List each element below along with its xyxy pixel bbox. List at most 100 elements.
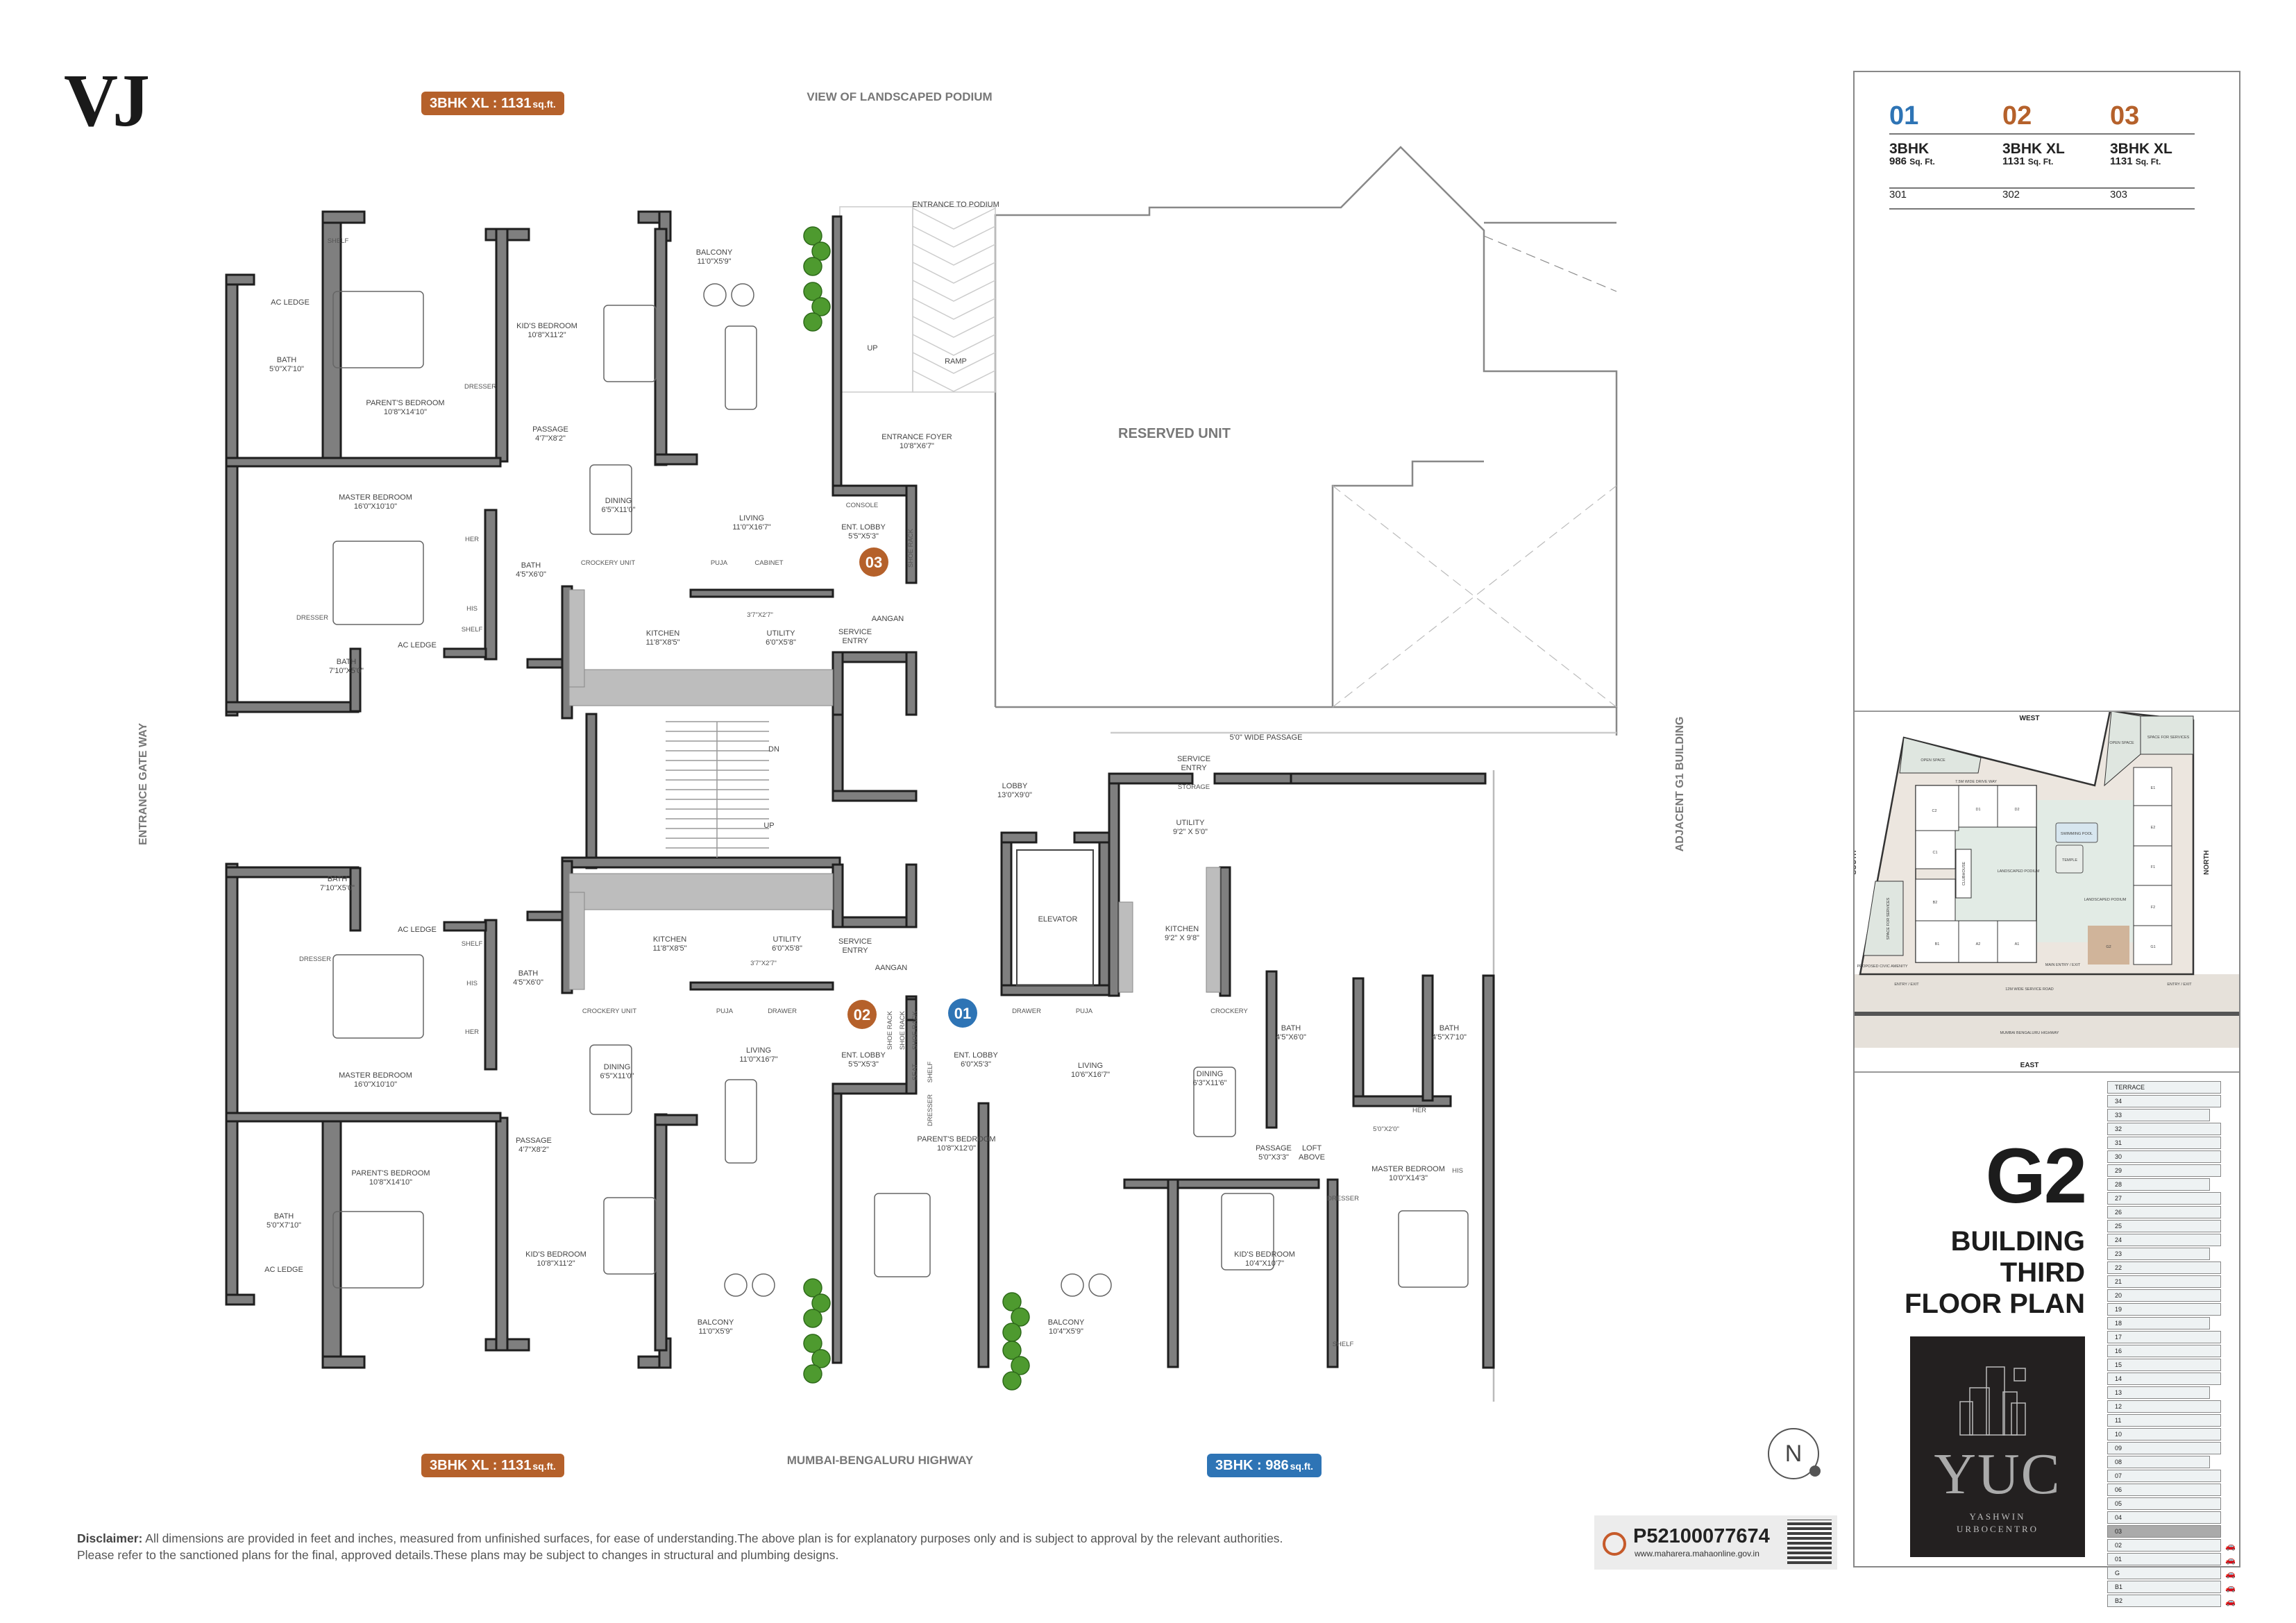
building-block bbox=[2133, 805, 2172, 847]
room-name: BATH bbox=[337, 658, 357, 666]
area-value: 1131 bbox=[2002, 155, 2025, 167]
badge-label: 3BHK XL : 1131 bbox=[430, 1458, 532, 1473]
floor-row: 32 bbox=[2107, 1123, 2221, 1135]
furniture-item bbox=[589, 1044, 632, 1115]
ramp-chevron bbox=[912, 226, 996, 248]
common-label: UP bbox=[763, 822, 774, 830]
room-name: LOFT bbox=[1302, 1144, 1322, 1153]
room-name: BATH bbox=[328, 875, 348, 883]
site-label: LANDSCAPED PODIUM bbox=[1998, 869, 2040, 874]
site-label: MAIN ENTRY / EXIT bbox=[2045, 963, 2081, 967]
site-label: OPEN SPACE bbox=[1921, 758, 1945, 763]
unit-03-walls bbox=[225, 210, 918, 720]
elevator-car bbox=[1016, 849, 1094, 986]
wall bbox=[225, 273, 239, 717]
unit-number-badge: 03 bbox=[859, 547, 888, 577]
room-name: UP bbox=[867, 344, 877, 352]
wall bbox=[561, 856, 841, 869]
fixture-label: DRAWER bbox=[1012, 1008, 1041, 1015]
common-label: 5'0" WIDE PASSAGE bbox=[1230, 733, 1303, 742]
wall bbox=[905, 863, 918, 928]
site-label: SOUTH bbox=[1855, 851, 1858, 875]
wall bbox=[349, 647, 362, 713]
north-compass-icon: N bbox=[1768, 1428, 1821, 1479]
floor-label: 20 bbox=[2115, 1292, 2122, 1299]
unit-01-walls bbox=[905, 772, 1495, 1369]
wall bbox=[484, 509, 498, 661]
furniture-item bbox=[1221, 1193, 1274, 1271]
floor-label: 01 bbox=[2115, 1556, 2122, 1563]
room-dims: 6'5"X11'0" bbox=[601, 506, 635, 514]
wall bbox=[832, 863, 844, 928]
floor-row: TERRACE bbox=[2107, 1081, 2221, 1094]
kitchen-counter bbox=[568, 892, 585, 990]
furniture-item bbox=[874, 1193, 931, 1277]
room-dims: 10'0"X14'3" bbox=[1389, 1174, 1428, 1182]
wall bbox=[443, 647, 487, 658]
fixture-label: SHELF bbox=[927, 1061, 934, 1082]
wall bbox=[1290, 772, 1487, 785]
services-area bbox=[1863, 881, 1904, 956]
floor-label: 14 bbox=[2115, 1375, 2122, 1382]
fixture-label: DRESSER bbox=[299, 955, 331, 963]
fixture-label: CABINET bbox=[754, 559, 783, 567]
wall bbox=[1000, 837, 1013, 996]
room-dims: 6'0"X5'8" bbox=[772, 944, 802, 953]
room-name: SERVICE bbox=[838, 628, 872, 636]
floor-row: 28 bbox=[2107, 1178, 2210, 1191]
room-label: AC LEDGE bbox=[398, 926, 437, 934]
room-dims: 5'0"X7'10" bbox=[267, 1221, 301, 1230]
fixture-label: HIS bbox=[466, 980, 478, 987]
room-dims: 10'8"X12'0" bbox=[937, 1144, 976, 1153]
ramp bbox=[839, 206, 996, 393]
room-name: KITCHEN bbox=[653, 935, 686, 944]
ramp-chevron bbox=[912, 316, 996, 338]
rera-url: www.maharera.mahaonline.gov.in bbox=[1635, 1549, 1759, 1558]
room-dims: 6'5"X11'0" bbox=[600, 1072, 634, 1080]
wall bbox=[495, 228, 509, 463]
flat-number: 302 bbox=[2002, 189, 2020, 201]
area-unit: Sq. Ft. bbox=[1909, 157, 1935, 167]
room-name: LIVING bbox=[739, 514, 764, 522]
wall bbox=[689, 981, 834, 991]
furniture bbox=[332, 226, 1469, 1391]
room-name: KITCHEN bbox=[646, 629, 679, 638]
room-name: DINING bbox=[1197, 1070, 1224, 1078]
site-label: ENTRY / EXIT bbox=[1894, 983, 1919, 987]
title-line-3: FLOOR PLAN bbox=[1905, 1289, 2085, 1319]
g2-block-highlight bbox=[2088, 926, 2129, 965]
floor-label: 28 bbox=[2115, 1181, 2122, 1188]
room-label: AANGAN bbox=[872, 615, 904, 623]
building-block bbox=[2133, 885, 2172, 926]
wall bbox=[977, 1102, 990, 1368]
site-label: SPACE FOR SERVICES bbox=[2147, 736, 2190, 740]
wall bbox=[832, 790, 918, 802]
floor-row: 01🚗 bbox=[2107, 1553, 2236, 1565]
wall bbox=[526, 910, 564, 921]
chair-icon bbox=[724, 1273, 748, 1297]
plant-icon bbox=[811, 241, 831, 261]
plant-icon bbox=[1002, 1323, 1022, 1342]
unit-column: 02 3BHK XL 1131 Sq. Ft. 302 bbox=[2002, 103, 2107, 201]
site-label: ENTRY / EXIT bbox=[2167, 983, 2192, 987]
badge-unit: sq.ft. bbox=[532, 99, 556, 110]
room-dims: 6'0"X5'8" bbox=[766, 638, 796, 647]
wall bbox=[905, 651, 918, 716]
floor-label: 10 bbox=[2115, 1431, 2122, 1438]
room-dims: ENTRY bbox=[1181, 764, 1207, 772]
wall bbox=[225, 1293, 255, 1306]
floor-label: 15 bbox=[2115, 1361, 2122, 1368]
site-label: G1 bbox=[2150, 945, 2155, 949]
building-block bbox=[1915, 785, 1959, 831]
wall bbox=[832, 713, 844, 799]
